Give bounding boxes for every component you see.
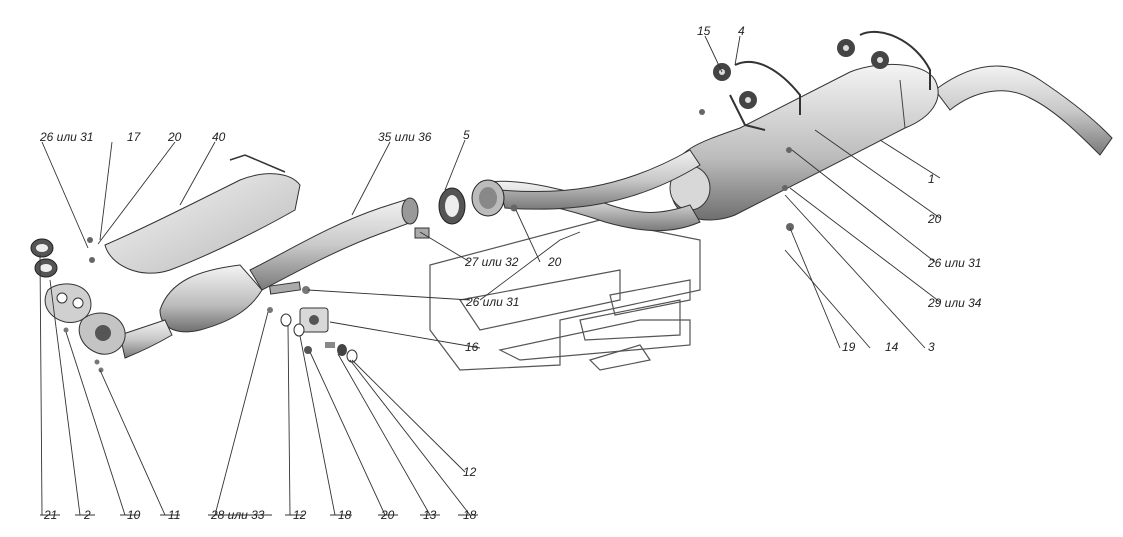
small-hardware (63, 109, 794, 373)
label-21: 21 (44, 508, 58, 522)
intermediate-pipe (487, 149, 701, 232)
label-5: 5 (463, 128, 470, 142)
muffler-hangers (729, 30, 931, 131)
label-26or31-right: 26 или 31 (928, 256, 982, 270)
label-17: 17 (127, 130, 141, 144)
heat-shield (104, 154, 301, 274)
label-10: 10 (127, 508, 141, 522)
label-13: 13 (423, 508, 437, 522)
label-20-right: 20 (928, 212, 942, 226)
label-20-bottom: 20 (381, 508, 395, 522)
label-18-bottom-a: 18 (338, 508, 352, 522)
label-28or33: 28 или 33 (211, 508, 265, 522)
label-20-mid: 20 (548, 255, 562, 269)
label-16: 16 (465, 340, 479, 354)
tail-pipe (934, 65, 1113, 156)
label-19: 19 (842, 340, 856, 354)
label-18-bottom-b: 18 (463, 508, 477, 522)
label-15: 15 (697, 24, 711, 38)
leader-lines (39, 35, 941, 516)
label-11: 11 (168, 508, 181, 522)
label-40: 40 (212, 130, 226, 144)
label-27or32: 27 или 32 (465, 255, 519, 269)
label-26or31-mid: 26 или 31 (466, 295, 520, 309)
label-35or36: 35 или 36 (378, 130, 432, 144)
label-12-mid: 12 (463, 465, 477, 479)
flange-rings (438, 179, 505, 225)
label-2: 2 (84, 508, 91, 522)
label-14: 14 (885, 340, 899, 354)
label-26or31-top: 26 или 31 (40, 130, 94, 144)
label-1: 1 (928, 172, 935, 186)
main-muffler (669, 63, 939, 221)
label-4: 4 (738, 24, 745, 38)
label-12-bottom: 12 (293, 508, 307, 522)
label-29or34: 29 или 34 (928, 296, 982, 310)
label-20-top: 20 (168, 130, 182, 144)
label-3: 3 (928, 340, 935, 354)
front-pipe (119, 197, 419, 359)
